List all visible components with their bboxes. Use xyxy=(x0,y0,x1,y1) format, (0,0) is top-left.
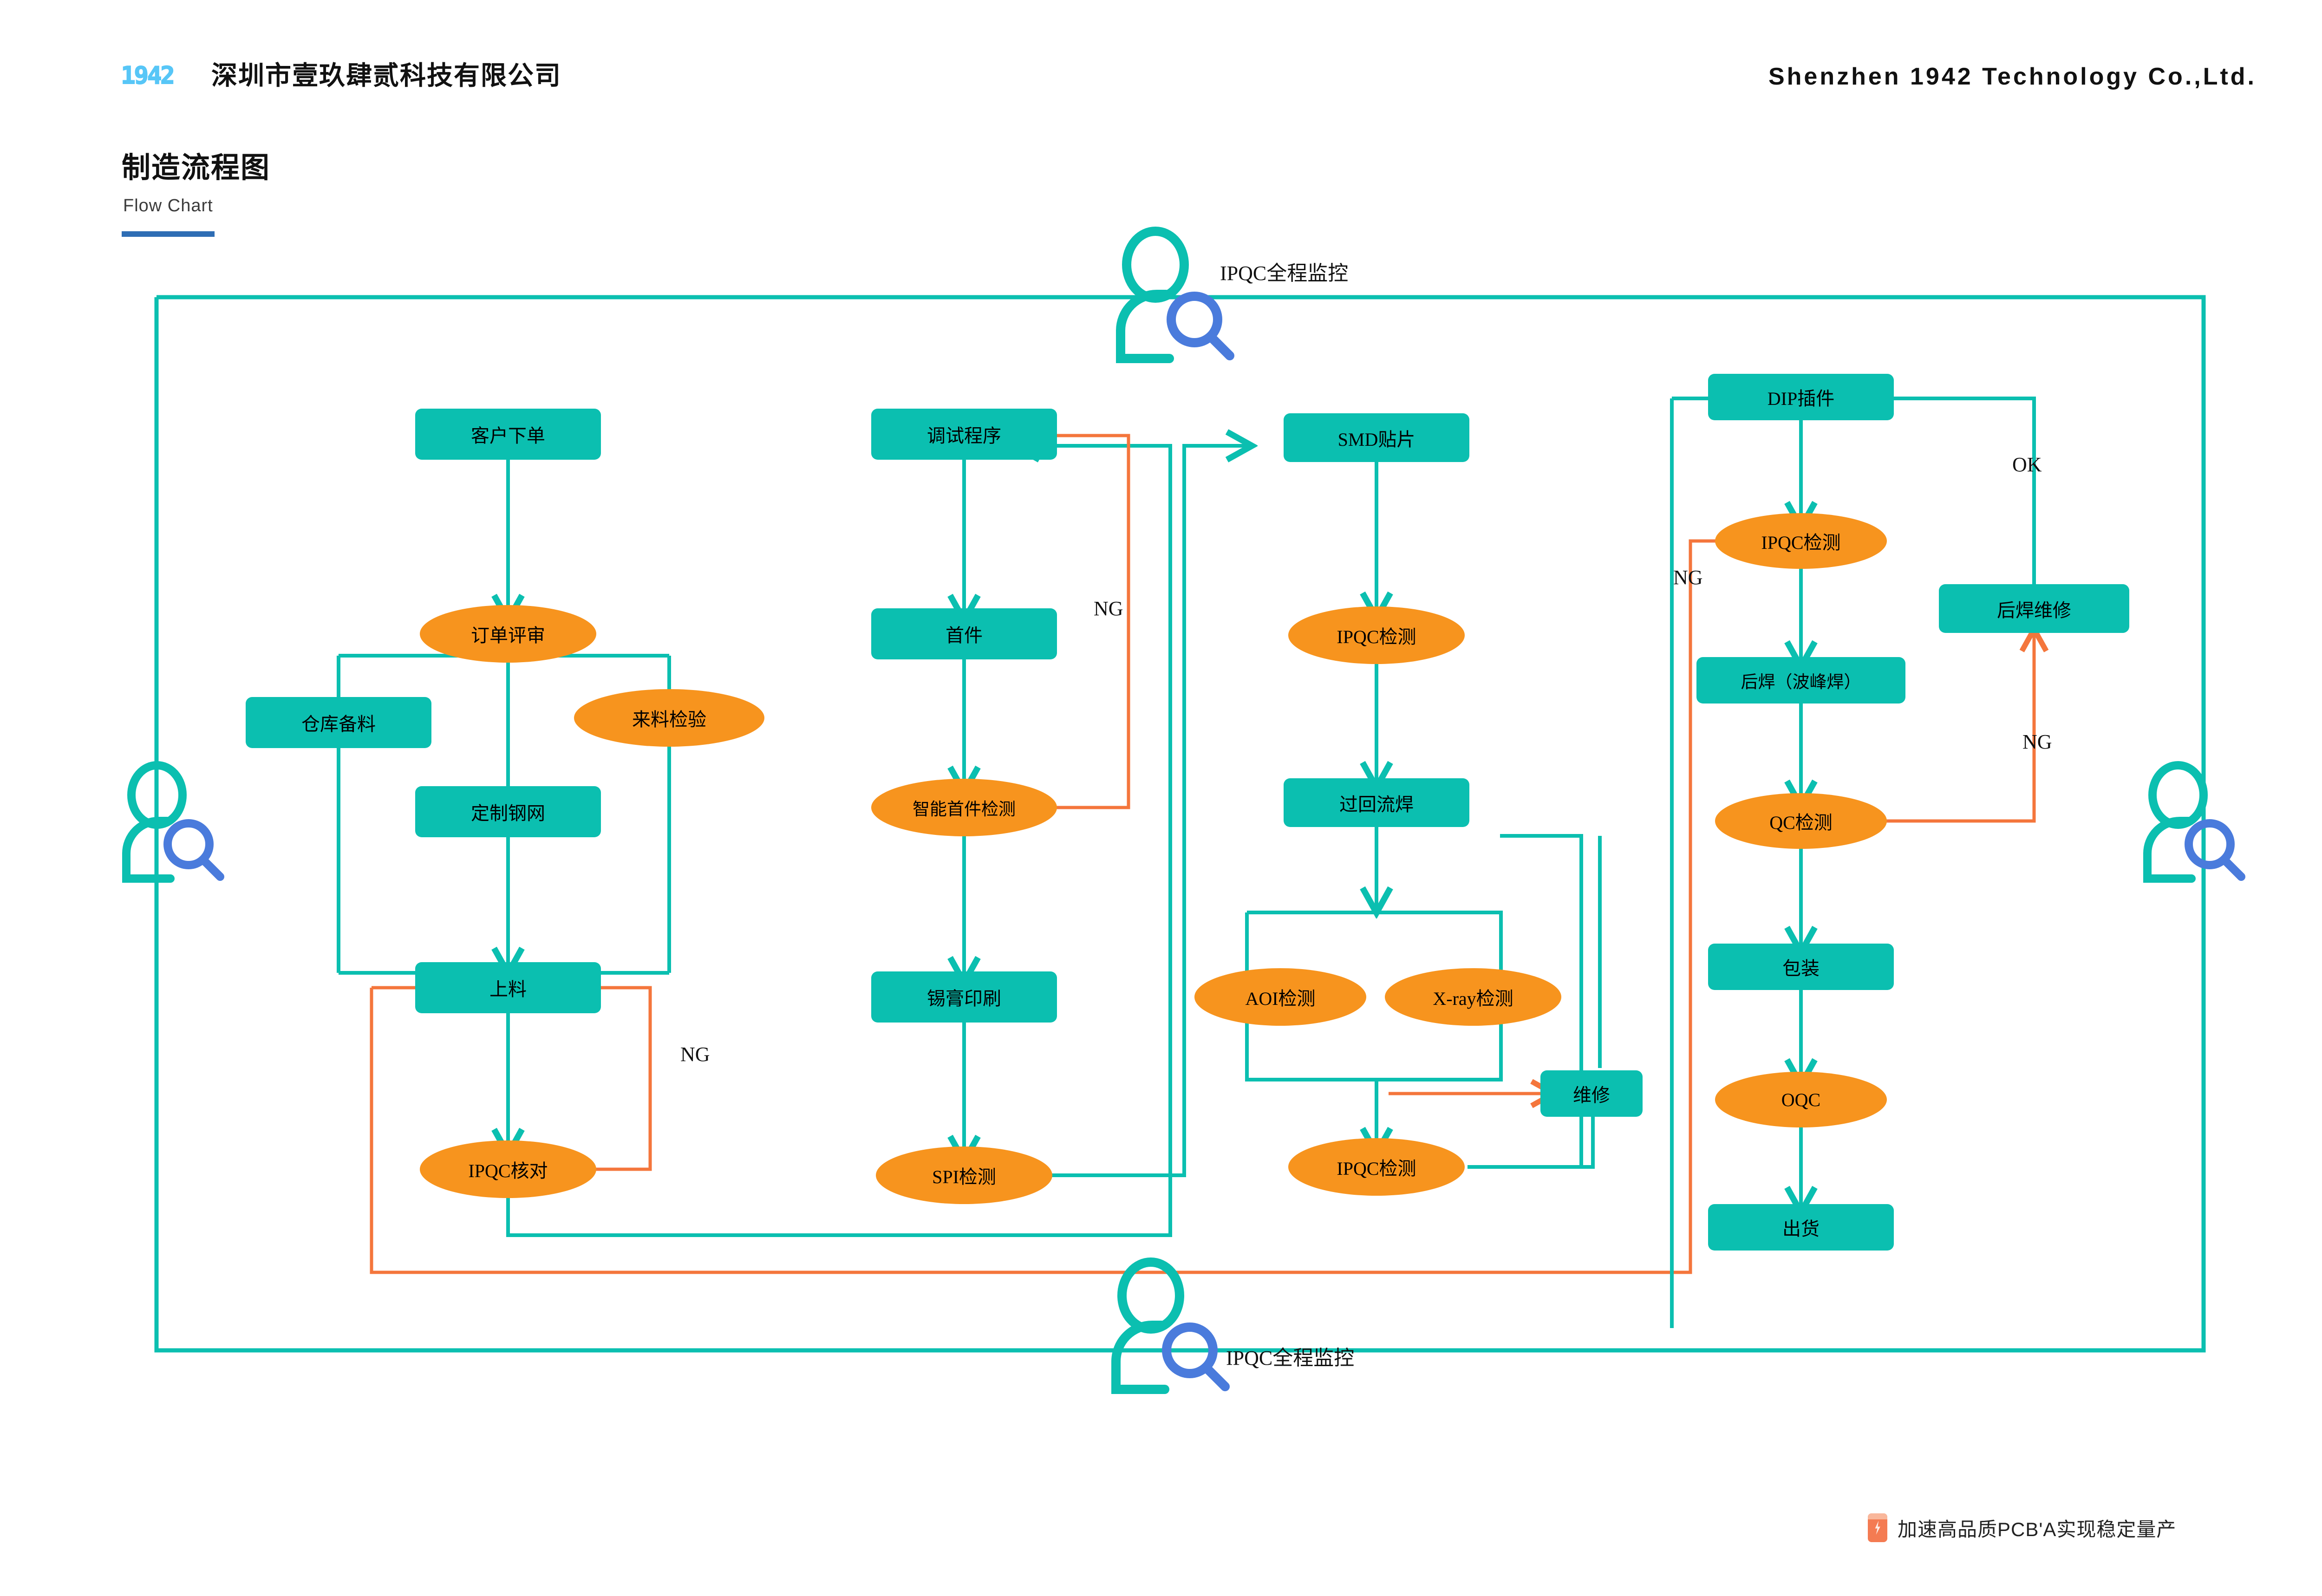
node-n16-aoi-inspection[interactable] xyxy=(1194,968,1366,1026)
node-n21-ipqc-inspection-3[interactable] xyxy=(1715,513,1887,569)
page-subtitle: Flow Chart xyxy=(123,196,213,215)
node-n12-spi-inspection[interactable] xyxy=(876,1147,1052,1204)
company-logo-1942: 1942 xyxy=(120,61,175,90)
footer-badge: 加速高品质PCB'A实现稳定量产 xyxy=(1868,1509,2176,1546)
edge-label-ng-1: NG xyxy=(680,1043,710,1066)
node-n15-reflow-soldering[interactable] xyxy=(1284,778,1469,827)
title-underline-rule xyxy=(122,231,215,237)
edges-ng-column-4 xyxy=(1869,632,2034,823)
node-n25-packaging[interactable] xyxy=(1708,944,1894,990)
ipqc-monitoring-frame xyxy=(154,295,2206,1353)
edge-label-ng-3: NG xyxy=(1673,566,1703,589)
edges-column-1 xyxy=(337,446,1172,1237)
page-header: 1942 深圳市壹玖肆贰科技有限公司 Shenzhen 1942 Technol… xyxy=(0,0,2322,139)
node-n26-oqc[interactable] xyxy=(1715,1072,1887,1127)
node-n08-debug-program[interactable] xyxy=(871,409,1057,460)
node-n17-xray-inspection[interactable] xyxy=(1385,968,1561,1026)
footer-badge-text: 加速高品质PCB'A实现稳定量产 xyxy=(1898,1518,2177,1540)
ipqc-monitor-icon-top xyxy=(1116,227,1234,363)
node-n05-custom-stencil[interactable] xyxy=(415,786,601,837)
ipqc-monitor-icon-bottom xyxy=(1111,1257,1230,1394)
node-n01-customer-order[interactable] xyxy=(415,409,601,460)
node-n13-smd-mounting[interactable] xyxy=(1284,413,1469,462)
node-n11-solder-printing[interactable] xyxy=(871,971,1057,1023)
company-name-cn: 深圳市壹玖肆贰科技有限公司 xyxy=(211,61,561,90)
page-title: 制造流程图 xyxy=(122,152,271,184)
node-n14-ipqc-inspection[interactable] xyxy=(1288,606,1465,664)
edges-ng-column-2 xyxy=(1022,436,1130,809)
node-n24-post-solder-repair[interactable] xyxy=(1939,584,2129,633)
node-n23-qc-inspection[interactable] xyxy=(1715,793,1887,849)
edge-label-ok-1: OK xyxy=(2012,453,2042,476)
ipqc-monitor-icon-right xyxy=(2143,761,2245,883)
ipqc-monitor-top-label: IPQC全程监控 xyxy=(1220,262,1349,285)
node-n27-shipping[interactable] xyxy=(1708,1204,1894,1251)
edges-column-2 xyxy=(964,446,1249,1177)
node-n04-incoming-insp[interactable] xyxy=(574,689,764,747)
company-name-en: Shenzhen 1942 Technology Co.,Ltd. xyxy=(1768,63,2257,90)
edge-label-ng-4: NG xyxy=(2022,730,2052,753)
node-n10-smart-fa-insp[interactable] xyxy=(871,779,1057,836)
node-n09-first-article[interactable] xyxy=(871,608,1057,659)
node-n06-loading[interactable] xyxy=(415,962,601,1013)
ipqc-monitor-icon-left xyxy=(122,761,224,883)
node-n02-order-review[interactable] xyxy=(420,605,596,663)
node-n19-ipqc-inspection-2[interactable] xyxy=(1288,1138,1465,1196)
edges-column-3 xyxy=(1245,462,1602,1169)
edge-label-ng-2: NG xyxy=(1094,597,1123,620)
node-n20-dip-insertion[interactable] xyxy=(1708,374,1894,420)
node-n07-ipqc-check[interactable] xyxy=(420,1140,596,1198)
ipqc-monitor-bottom-label: IPQC全程监控 xyxy=(1226,1347,1355,1369)
node-n22-wave-soldering[interactable] xyxy=(1696,657,1905,704)
node-n03-warehouse-prep[interactable] xyxy=(246,697,431,748)
node-n18-repair[interactable] xyxy=(1540,1070,1643,1117)
lightning-bolt-icon xyxy=(1868,1513,1887,1542)
